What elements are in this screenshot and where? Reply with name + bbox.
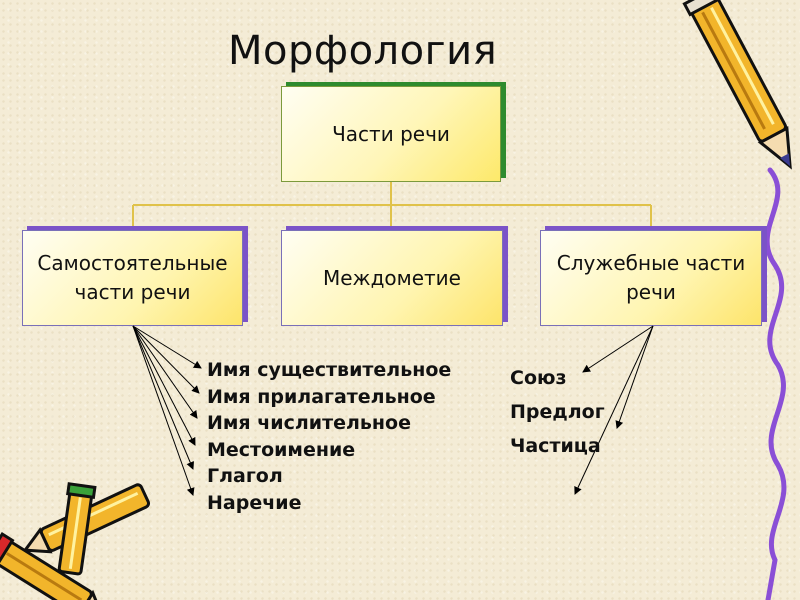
pencil-icon	[0, 0, 800, 600]
